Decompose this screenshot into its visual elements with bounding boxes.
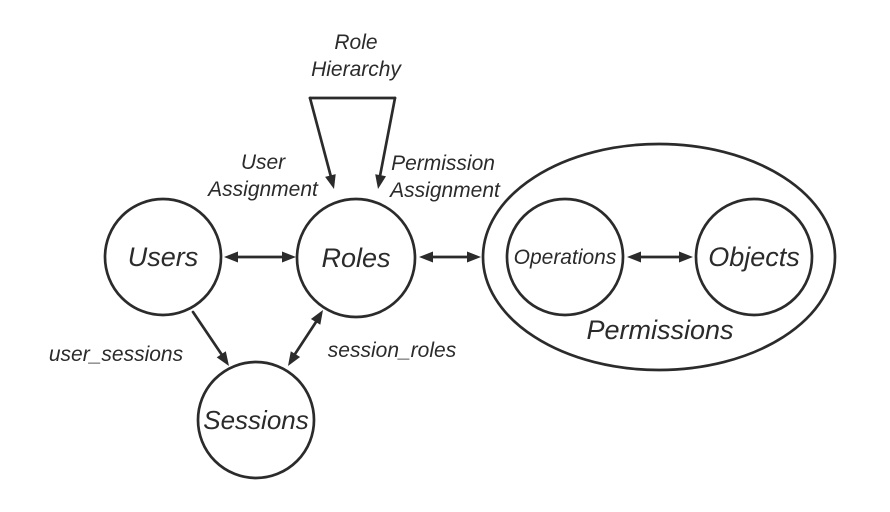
session-roles-edge-label: session_roles — [328, 339, 457, 362]
role-hierarchy-arrowhead-left — [325, 174, 336, 189]
user-assignment-label-line2: Assignment — [206, 178, 319, 201]
user-sessions-edge-label: user_sessions — [49, 343, 184, 366]
operations-node-label: Operations — [514, 246, 617, 269]
objects-node-label: Objects — [708, 242, 800, 272]
sessions-node-label: Sessions — [203, 405, 309, 435]
users-node-label: Users — [128, 242, 199, 272]
role-hierarchy-left-leg — [308, 96, 333, 179]
operations-node-circle — [505, 197, 625, 317]
user-assignment-arrowhead-right — [282, 251, 296, 263]
session-roles-arrow-shaft — [293, 320, 318, 356]
sessions-node-circle — [196, 360, 316, 480]
permission-assignment-arrowhead-right — [467, 251, 481, 263]
permission-assignment-label-line2: Assignment — [388, 179, 501, 202]
user-sessions-arrowhead — [216, 351, 229, 366]
permission-assignment-label-line1: Permission — [391, 152, 495, 175]
operations-objects-arrowhead-right — [679, 251, 693, 263]
session-roles-arrowhead-bottom — [288, 351, 301, 366]
permission-assignment-arrowhead-left — [419, 251, 433, 263]
user-sessions-arrow-shaft — [191, 310, 224, 357]
role-hierarchy-arrowhead-right — [375, 174, 386, 189]
diagram-shapes — [103, 96, 837, 480]
role-hierarchy-label-line2: Hierarchy — [311, 58, 402, 81]
diagram-labels: Users Roles Sessions Operations Objects … — [49, 31, 800, 435]
roles-node-circle — [295, 197, 417, 319]
role-hierarchy-label-line1: Role — [334, 31, 377, 54]
objects-node-circle — [694, 197, 814, 317]
users-node-circle — [103, 197, 223, 317]
diagram-arrowheads — [216, 174, 693, 366]
user-assignment-arrowhead-left — [224, 251, 238, 263]
role-hierarchy-right-leg — [378, 96, 397, 178]
session-roles-arrowhead-top — [310, 310, 323, 325]
permissions-group-ellipse — [481, 142, 837, 372]
operations-objects-arrowhead-left — [627, 251, 641, 263]
permissions-group-label: Permissions — [586, 315, 733, 345]
user-assignment-label-line1: User — [241, 151, 286, 174]
roles-node-label: Roles — [321, 243, 390, 273]
